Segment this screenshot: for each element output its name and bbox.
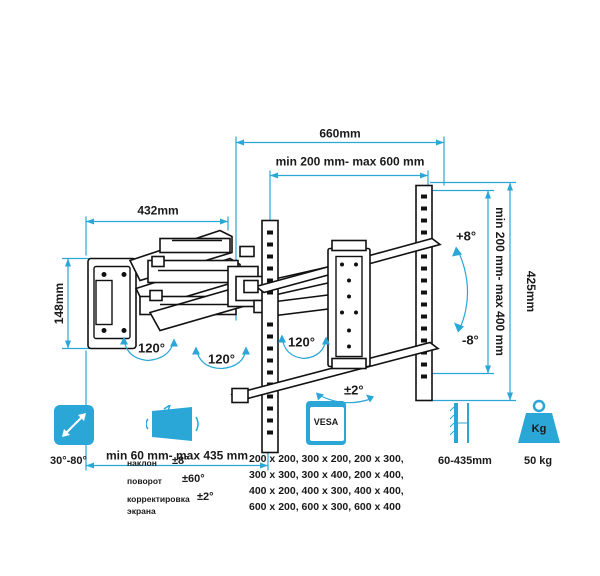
level-caption-1: корректировка bbox=[127, 494, 190, 504]
vesa-icon: VESA bbox=[306, 401, 346, 445]
wall-plate bbox=[87, 257, 137, 350]
weight-badge-label: Kg bbox=[531, 423, 547, 435]
vesa-vertical-label: min 200 mm- max 400 mm bbox=[493, 207, 507, 356]
vesa-badge-label: VESA bbox=[313, 417, 339, 427]
dim-wall-distance: min 60 mm- max 435 mm bbox=[85, 350, 269, 471]
diagonal-range-icon bbox=[54, 405, 94, 445]
dim-overall-height: 425mm bbox=[430, 181, 538, 402]
swivel-range-value: 30°-80° bbox=[50, 455, 87, 467]
weight-icon: Kg bbox=[516, 399, 562, 445]
right-vertical-bracket bbox=[415, 184, 433, 402]
weight-value: 50 kg bbox=[524, 455, 553, 467]
level-value: ±2° bbox=[197, 491, 214, 503]
swivel-arrow-1 bbox=[120, 336, 178, 362]
dim-vesa-horizontal: min 200 mm- max 600 mm bbox=[269, 155, 429, 221]
tilt-arrow bbox=[452, 246, 469, 333]
swivel-arrow-3 bbox=[278, 334, 330, 360]
vesa-row-2: 300 x 300, 300 x 400, 200 x 400, bbox=[249, 469, 404, 481]
vesa-row-4: 600 x 200, 600 x 300, 600 x 400 bbox=[249, 501, 401, 513]
arm-width-label: 432mm bbox=[137, 204, 178, 218]
swivel-3-label: 120° bbox=[288, 335, 315, 350]
dim-bracket-height: 148mm bbox=[52, 257, 90, 350]
spec-strip: 30°-80° наклон ±8° поворот ±60° корректи… bbox=[0, 395, 600, 576]
wall-range-value: 60-435mm bbox=[438, 455, 492, 467]
swivel-2-label: 120° bbox=[208, 352, 235, 367]
swivel-arrow-2 bbox=[192, 346, 250, 370]
vesa-horizontal-label: min 200 mm- max 600 mm bbox=[276, 155, 425, 169]
overall-height-label: 425mm bbox=[524, 271, 538, 312]
tilt-value: ±8° bbox=[172, 455, 189, 467]
dim-arm-width: 432mm bbox=[85, 204, 229, 256]
tilt-up-label: +8° bbox=[456, 229, 476, 244]
vesa-center-plate bbox=[327, 239, 371, 370]
dim-vesa-vertical: min 200 mm- max 400 mm bbox=[430, 189, 507, 375]
swivel-1-label: 120° bbox=[138, 341, 165, 356]
overall-width-label: 660mm bbox=[319, 127, 360, 141]
level-caption-2: экрана bbox=[127, 506, 156, 516]
rotate-caption: поворот bbox=[127, 476, 162, 486]
vesa-row-3: 400 x 200, 400 x 300, 400 x 400, bbox=[249, 485, 404, 497]
level-label: ±2° bbox=[344, 383, 364, 398]
wall-distance-label: min 60 mm- max 435 mm bbox=[106, 449, 248, 463]
screen-tilt-icon bbox=[145, 403, 200, 443]
rotate-value: ±60° bbox=[182, 473, 205, 485]
tilt-caption: наклон bbox=[127, 458, 157, 468]
tilt-down-label: -8° bbox=[462, 333, 479, 348]
vesa-row-1: 200 x 200, 300 x 200, 200 x 300, bbox=[249, 453, 404, 465]
wall-distance-icon bbox=[449, 401, 476, 445]
bracket-height-label: 148mm bbox=[52, 283, 66, 324]
